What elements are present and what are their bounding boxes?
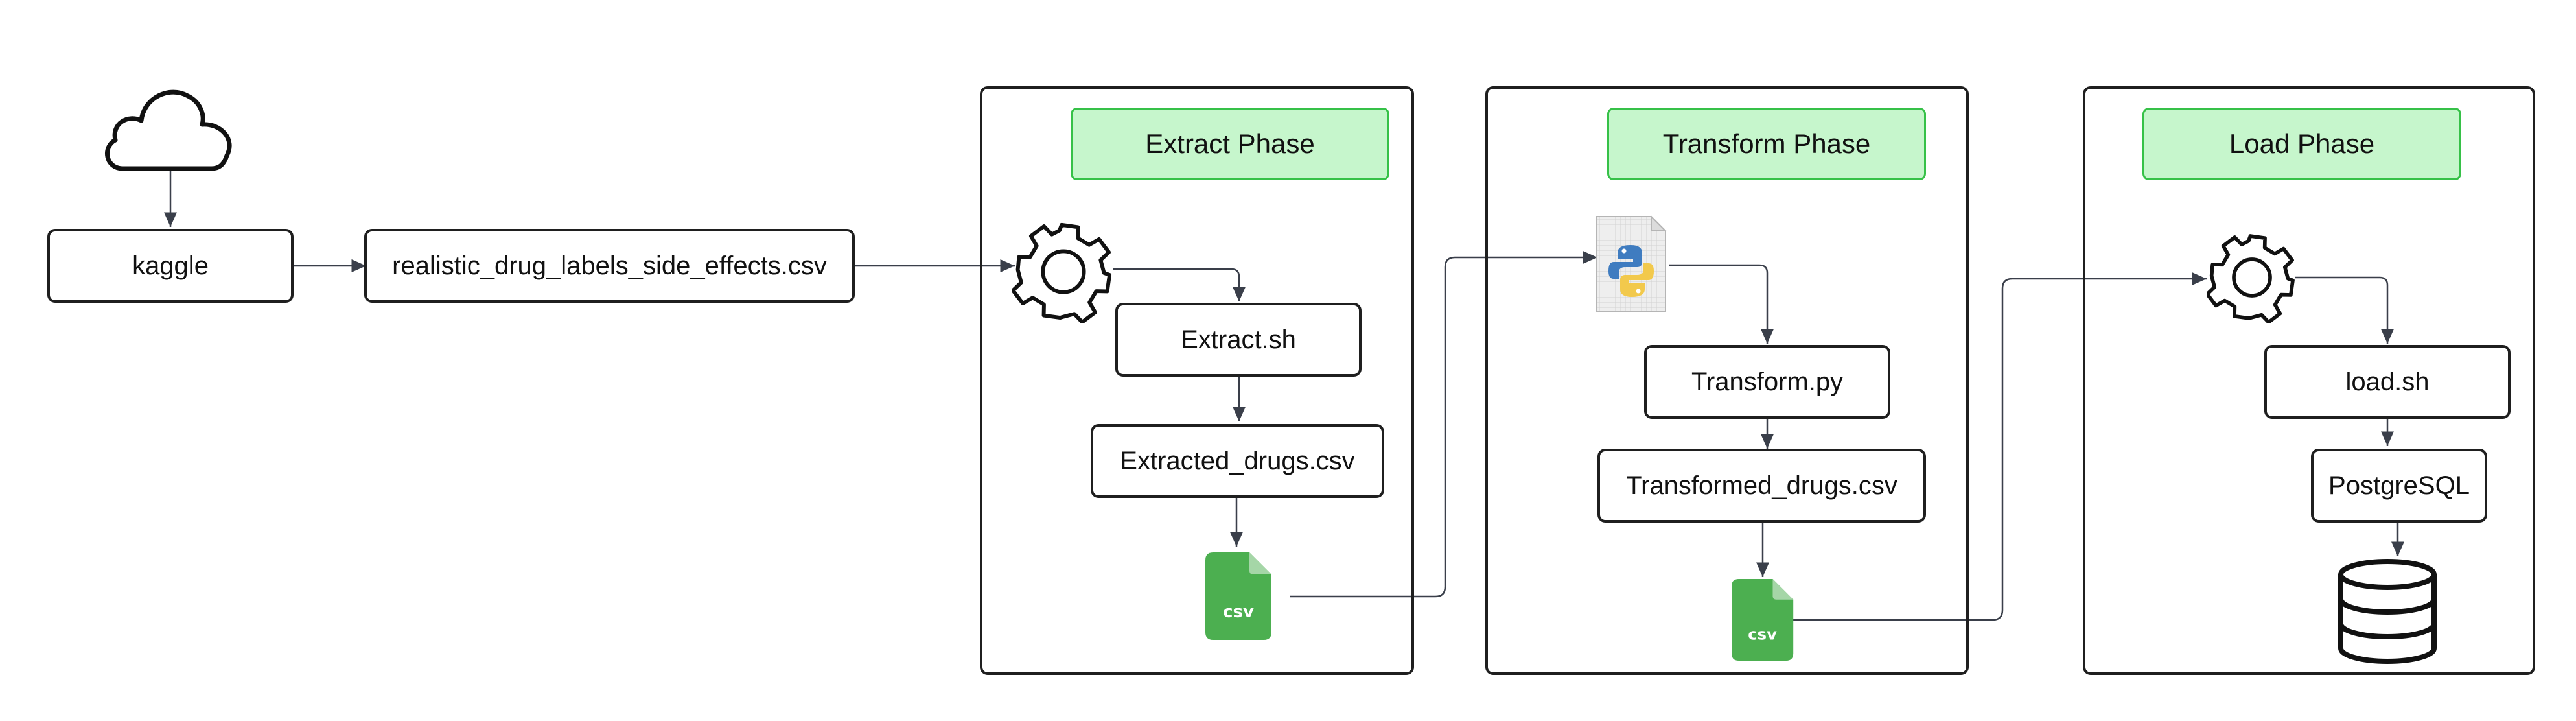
- transform-py-node: Transform.py: [1644, 345, 1890, 419]
- gear-icon: [1012, 222, 1112, 323]
- extract-phase-container: [980, 86, 1414, 675]
- database-icon: [2338, 559, 2437, 664]
- load-sh-node: load.sh: [2264, 345, 2511, 419]
- extract-sh-node: Extract.sh: [1115, 303, 1362, 377]
- csv-file-icon: csv: [1732, 579, 1794, 661]
- csv-badge-text: csv: [1748, 624, 1777, 643]
- csv-file-icon: csv: [1205, 552, 1271, 640]
- arrow-gear-to-extract-sh: [1113, 268, 1246, 301]
- gear-icon: [2207, 234, 2295, 323]
- arrow-csv-to-gear: [1789, 272, 2207, 621]
- arrow-python-to-transform-py: [1669, 264, 1774, 344]
- load-phase-title: Load Phase: [2142, 108, 2461, 180]
- transformed-drugs-csv-node: Transformed_drugs.csv: [1597, 449, 1926, 523]
- csv-badge-text: csv: [1223, 602, 1254, 622]
- arrow-gear-to-load-sh: [2295, 276, 2394, 344]
- load-phase-container: [2083, 86, 2535, 675]
- arrow-csv-to-python: [1290, 251, 1597, 598]
- python-file-icon: [1596, 215, 1667, 312]
- cloud-icon: [105, 89, 232, 171]
- postgresql-node: PostgreSQL: [2311, 449, 2487, 523]
- transform-phase-container: [1485, 86, 1969, 675]
- extract-phase-title: Extract Phase: [1071, 108, 1389, 180]
- dataset-node: realistic_drug_labels_side_effects.csv: [364, 229, 855, 303]
- transform-phase-title: Transform Phase: [1607, 108, 1926, 180]
- extracted-drugs-csv-node: Extracted_drugs.csv: [1091, 424, 1384, 498]
- kaggle-node: kaggle: [47, 229, 294, 303]
